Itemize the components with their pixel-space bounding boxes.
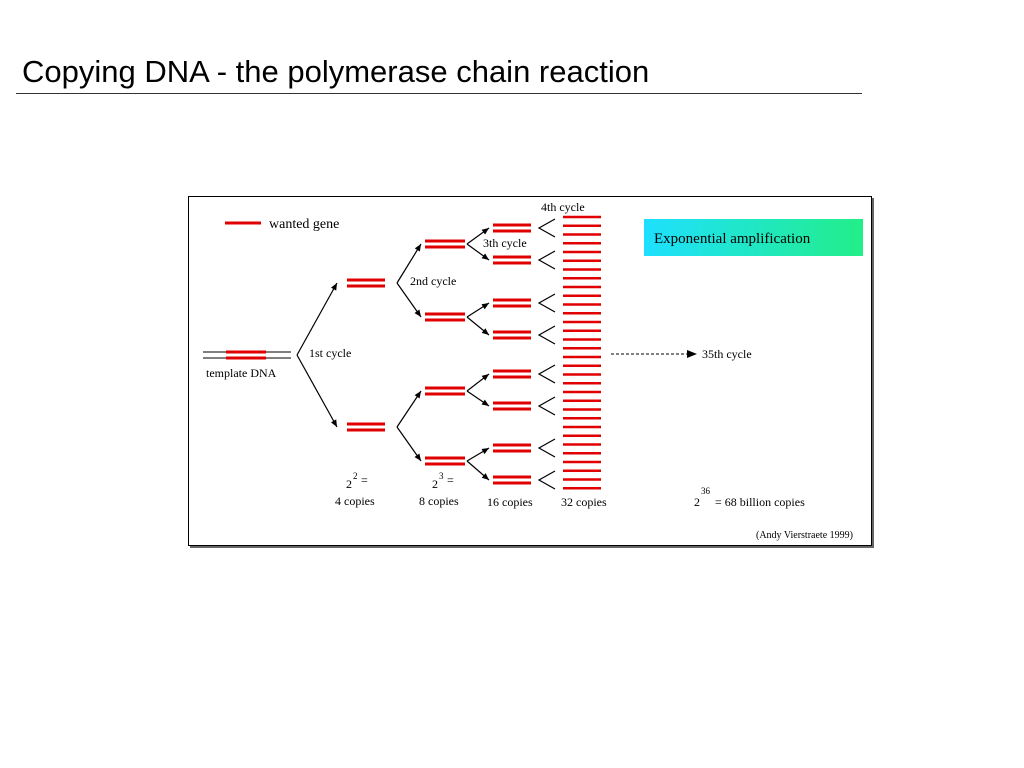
copy-cycle2-0	[425, 239, 465, 249]
amplification-banner	[644, 219, 863, 256]
pcr-diagram: wanted gene template DNA 1st cycle 2nd c…	[203, 200, 863, 541]
count-4-eq: =	[361, 473, 368, 487]
branch-cycle-3-1-up	[466, 302, 490, 318]
branch-cycle-3-2-down	[466, 390, 490, 407]
copy-cycle2-1	[425, 312, 465, 322]
branch-cycle-2-1-down	[396, 426, 422, 462]
copy-cycle3-4	[493, 369, 531, 379]
branch-cycle-2-0-up	[396, 243, 422, 284]
page-title: Copying DNA - the polymerase chain react…	[22, 54, 650, 89]
branch-cycle-3-0-down	[466, 243, 490, 261]
title-underline	[16, 93, 862, 94]
count-8-exp: 3	[439, 471, 444, 481]
cycle-3-label: 3th cycle	[483, 236, 527, 250]
branch-cycle-4-2	[537, 293, 556, 313]
count-8-label: 8 copies	[419, 494, 459, 508]
copy-cycle3-2	[493, 298, 531, 308]
copy-cycle2-2	[425, 386, 465, 396]
copy-cycle1-top	[347, 278, 385, 288]
pcr-figure: wanted gene template DNA 1st cycle 2nd c…	[188, 196, 872, 546]
branch-cycle-3-3-up	[466, 447, 490, 462]
branch-cycle-4-7	[537, 470, 556, 490]
final-cycle-label: 35th cycle	[702, 347, 752, 361]
cycle-4-label: 4th cycle	[541, 200, 585, 214]
fourth-cycle-copies	[563, 215, 601, 490]
copy-cycle1-bottom	[347, 422, 385, 432]
branch-cycle-3-0-up	[466, 227, 490, 245]
branch-cycle-4-6	[537, 438, 556, 458]
template-dna	[203, 350, 291, 360]
copy-cycle3-1	[493, 255, 531, 265]
branch-cycle-2-0-down	[396, 282, 422, 318]
branch-cycle-1-up	[296, 282, 338, 356]
branch-cycle-2-1-up	[396, 390, 422, 428]
copy-cycle3-0	[493, 223, 531, 233]
count-32-label: 32 copies	[561, 495, 607, 509]
branch-cycle-4-1	[537, 250, 556, 270]
count-billion-base: 2	[694, 495, 700, 509]
count-4-label: 4 copies	[335, 494, 375, 508]
count-16-label: 16 copies	[487, 495, 533, 509]
count-4-exp: 2	[353, 471, 358, 481]
count-billion-exp: 36	[701, 486, 711, 496]
branch-cycle-3-2-up	[466, 373, 490, 392]
legend-label: wanted gene	[269, 217, 339, 232]
branch-cycle-3-3-down	[466, 460, 490, 481]
count-8-base: 2	[432, 477, 438, 491]
banner-label: Exponential amplification	[654, 231, 811, 247]
count-8-eq: =	[447, 473, 454, 487]
branch-cycle-4-4	[537, 364, 556, 384]
branch-arrows	[296, 218, 556, 490]
copy-cycle3-5	[493, 401, 531, 411]
copy-cycle3-7	[493, 475, 531, 485]
branch-cycle-4-0	[537, 218, 556, 238]
count-billion-label: = 68 billion copies	[715, 495, 805, 509]
template-label: template DNA	[206, 366, 277, 380]
copy-cycle3-3	[493, 330, 531, 340]
count-4-base: 2	[346, 477, 352, 491]
cycle-2-label: 2nd cycle	[410, 274, 456, 288]
copy-cycle2-3	[425, 456, 465, 466]
branch-cycle-3-1-down	[466, 316, 490, 336]
credit-text: (Andy Vierstraete 1999)	[756, 530, 853, 541]
copy-cycle3-6	[493, 443, 531, 453]
cycle-1-label: 1st cycle	[309, 346, 351, 360]
branch-cycle-4-5	[537, 396, 556, 416]
branch-cycle-1-down	[296, 354, 338, 428]
branch-cycle-4-3	[537, 325, 556, 345]
dna-copies	[347, 223, 531, 485]
